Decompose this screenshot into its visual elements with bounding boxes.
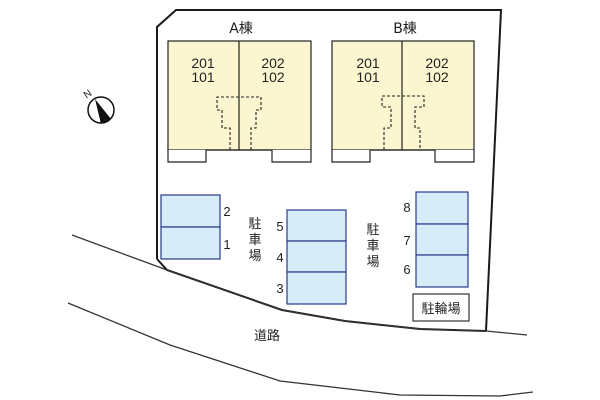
unit-102: 102 <box>425 69 449 85</box>
unit-101: 101 <box>356 69 380 85</box>
svg-text:場: 場 <box>248 249 261 264</box>
road-edge-upper <box>71 234 528 336</box>
compass-label: N <box>82 88 94 101</box>
unit-102: 102 <box>261 69 285 85</box>
unit-101: 101 <box>191 69 215 85</box>
bicycle-parking-label: 駐輪場 <box>421 301 460 317</box>
bicycle-parking: 駐輪場 <box>412 293 470 322</box>
spot-label-7: 7 <box>403 233 410 248</box>
parking-group-2: 5 4 3 <box>276 209 347 305</box>
parking-group-3: 8 7 6 <box>403 191 469 288</box>
parking-label-1: 駐 車 場 <box>248 217 261 264</box>
north-arrow-icon: N <box>82 88 115 124</box>
spot-label-1: 1 <box>223 237 230 252</box>
svg-text:駐: 駐 <box>248 217 261 232</box>
spot-label-5: 5 <box>276 219 283 234</box>
parking-spot-1 <box>160 226 221 260</box>
building-b-title: B棟 <box>393 21 417 37</box>
svg-text:場: 場 <box>366 255 379 270</box>
building-a-title: A棟 <box>229 21 253 37</box>
spot-label-4: 4 <box>276 250 283 265</box>
unit-201: 201 <box>191 55 215 71</box>
parking-spot-7 <box>415 223 469 256</box>
road-edge-lower <box>67 302 534 397</box>
spot-label-6: 6 <box>403 262 410 277</box>
parking-group-1: 2 1 <box>160 194 231 260</box>
svg-text:駐: 駐 <box>366 223 379 238</box>
building-b: B棟 201 101 202 102 <box>331 21 475 163</box>
unit-201: 201 <box>356 55 380 71</box>
parking-spot-2 <box>160 194 221 228</box>
svg-text:車: 車 <box>366 239 379 254</box>
parking-spot-8 <box>415 191 469 225</box>
parking-spot-3 <box>286 271 347 305</box>
spot-label-2: 2 <box>223 204 230 219</box>
parking-spot-4 <box>286 240 347 273</box>
unit-202: 202 <box>261 55 285 71</box>
spot-label-8: 8 <box>403 200 410 215</box>
site-boundary <box>156 9 503 332</box>
spot-label-3: 3 <box>276 281 283 296</box>
road-label: 道路 <box>254 328 280 344</box>
parking-spot-5 <box>286 209 347 242</box>
building-a: A棟 201 101 202 102 <box>167 21 312 163</box>
unit-202: 202 <box>425 55 449 71</box>
svg-text:車: 車 <box>248 233 261 248</box>
parking-spot-6 <box>415 254 469 288</box>
parking-label-2: 駐 車 場 <box>366 223 379 270</box>
